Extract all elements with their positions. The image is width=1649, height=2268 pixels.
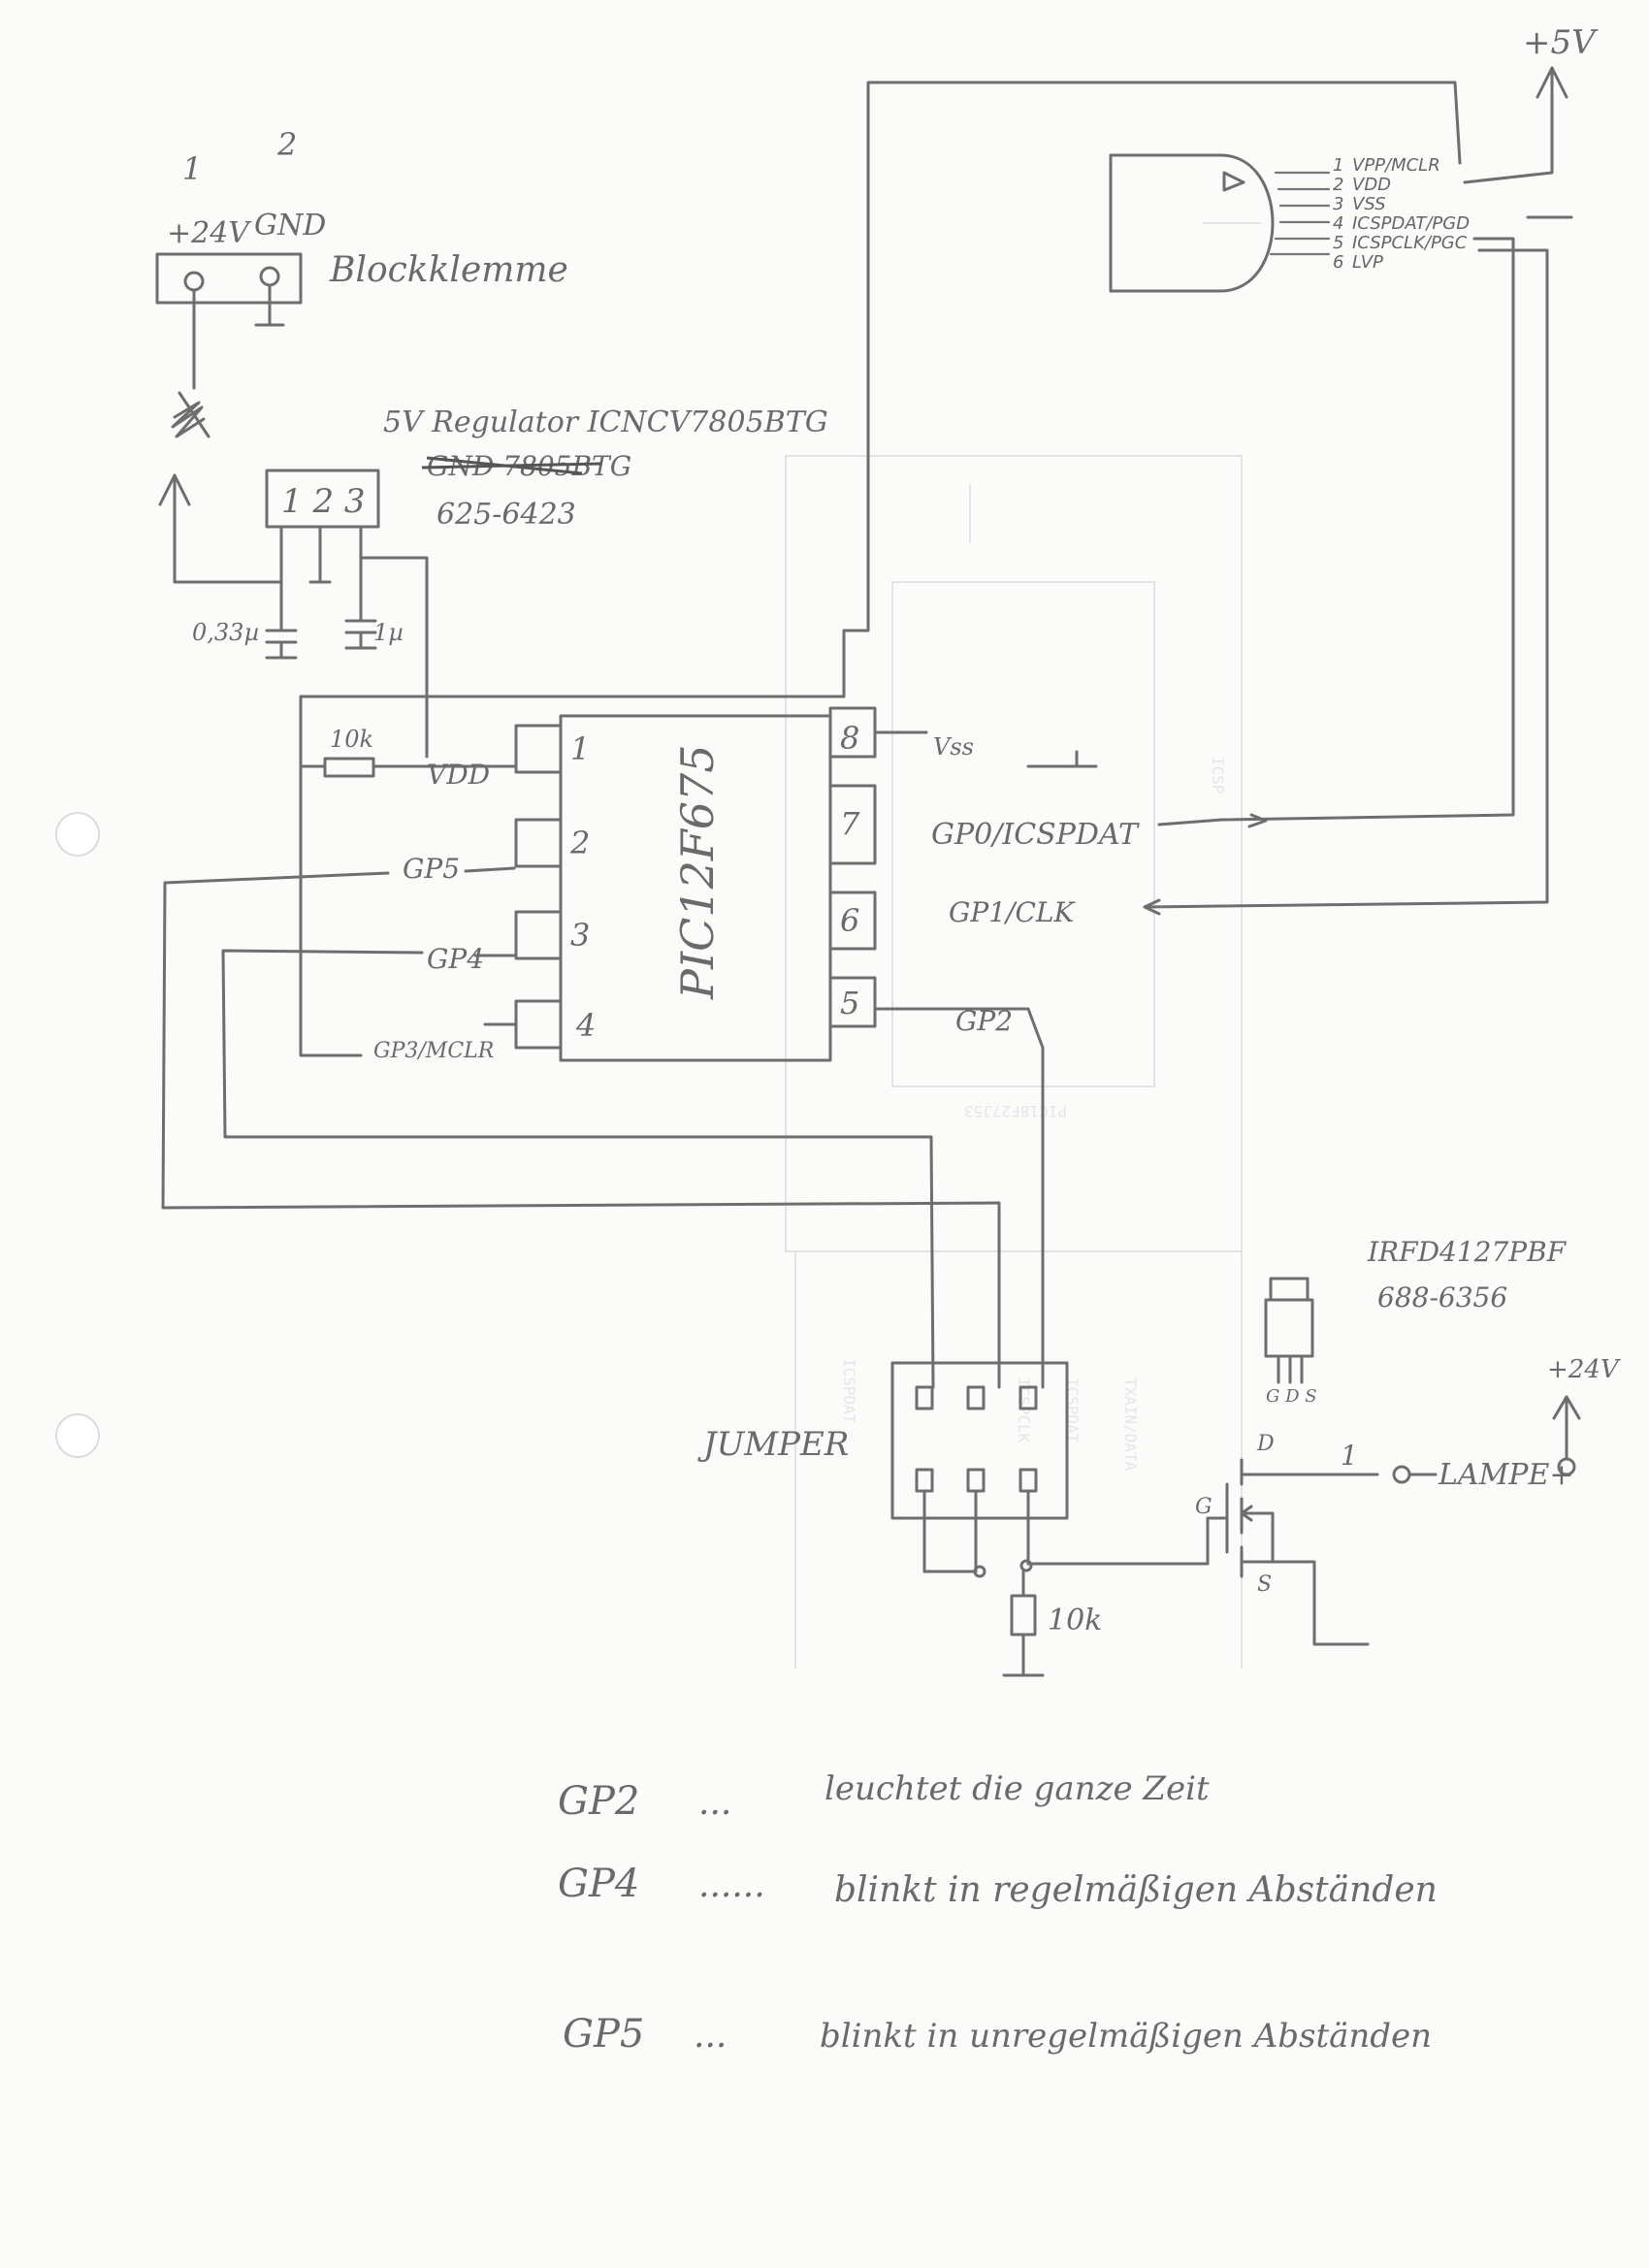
voltage-regulator: 1 2 3 5V Regulator ICNCV7805BTG GND 7805… — [192, 405, 828, 759]
terminal-pin2-label: GND — [254, 209, 326, 243]
terminal-pin2-number: 2 — [276, 126, 297, 163]
regulator-title: 5V Regulator ICNCV7805BTG — [383, 405, 828, 439]
svg-text:TXAIN/DATA: TXAIN/DATA — [1121, 1377, 1140, 1472]
mosfet-pinout: G D S — [1266, 1386, 1317, 1407]
note-gp2-text: leuchtet die ganze Zeit — [824, 1769, 1210, 1808]
pic-pin3-number: 3 — [570, 917, 590, 954]
regulator-pins: 1 2 3 — [281, 482, 366, 521]
pic-pin2-label: GP5 — [403, 853, 460, 885]
programmer-supply: +5V — [1523, 23, 1599, 62]
pic-pin2-number: 2 — [569, 825, 590, 861]
note-gp5-text: blinkt in unregelmäßigen Abständen — [820, 2017, 1432, 2056]
pic-pin6-label: GP1/CLK — [949, 896, 1076, 928]
terminal-pin1-label: +24V — [167, 216, 252, 250]
mosfet-gate-label: G — [1195, 1495, 1212, 1519]
note-gp2-pin: GP2 — [558, 1779, 639, 1824]
pic-pin7-label: GP0/ICSPDAT — [931, 818, 1140, 852]
pic-microcontroller: PIC12F675 1 2 3 4 8 7 6 5 GP5 GP4 GP3/MC… — [373, 706, 1140, 1063]
pulldown-resistor-value: 10k — [1048, 1604, 1102, 1637]
pullup-resistor-value: 10k — [330, 726, 373, 753]
mosfet-wire-number: 1 — [1341, 1440, 1358, 1472]
mosfet-part-number: 688-6356 — [1377, 1281, 1507, 1313]
gpio-routing — [161, 866, 1045, 1389]
svg-text:PIC18F27J53: PIC18F27J53 — [964, 1102, 1067, 1120]
programmer-pin1: 1 — [1333, 155, 1343, 176]
note-gp5-dots: ... — [694, 2016, 727, 2056]
programmer-pin2: 2 — [1333, 175, 1343, 195]
programmer-pin3-label: VSS — [1352, 194, 1386, 214]
programmer-wiring — [842, 66, 1573, 916]
programmer-pin6-label: LVP — [1352, 252, 1383, 273]
supply-wiring — [158, 289, 283, 584]
pic-pin8-number: 8 — [840, 720, 859, 757]
jumper: JUMPER 10k — [697, 1361, 1210, 1677]
pic-pin1-number: 1 — [570, 730, 590, 767]
vdd-label: VDD — [427, 759, 490, 791]
note-gp4-pin: GP4 — [558, 1862, 639, 1906]
programmer-pin1-label: VPP/MCLR — [1352, 155, 1440, 176]
terminal-pin1-number: 1 — [182, 150, 202, 187]
terminal-block: 1 2 +24V GND Blockklemme — [155, 126, 568, 327]
mosfet-part: IRFD4127PBF — [1367, 1236, 1568, 1268]
programmer-pin4-label: ICSPDAT/PGD — [1352, 213, 1470, 234]
pic-pin8-label: Vss — [933, 733, 974, 761]
mosfet-drain-label: D — [1256, 1432, 1275, 1456]
note-gp4-dots: ...... — [698, 1865, 765, 1905]
mosfet: IRFD4127PBF 688-6356 G D S D G S 1 LAMPE… — [1195, 1236, 1621, 1646]
programmer-pin5: 5 — [1333, 233, 1343, 253]
programmer: +5V 1 VPP/MCLR 2 VDD 3 VSS 4 ICSPDAT/PGD… — [1109, 23, 1599, 293]
ghost-print-background: PIC18F27J53 TXAIN/DATA ICSPDAT ICSPCLK I… — [785, 222, 1261, 1669]
pic-pin4-label: GP3/MCLR — [373, 1039, 494, 1063]
pic-name: PIC12F675 — [671, 744, 724, 1000]
programmer-pin3: 3 — [1333, 194, 1343, 214]
lamp-supply: +24V — [1547, 1355, 1621, 1384]
programmer-pin5-label: ICSPCLK/PGC — [1352, 233, 1468, 253]
vdd-pullup: 10k VDD — [299, 695, 1098, 1057]
terminal-block-name: Blockklemme — [329, 250, 568, 290]
programmer-pin6: 6 — [1333, 252, 1343, 273]
mosfet-source-label: S — [1257, 1572, 1272, 1597]
pic-pin6-number: 6 — [840, 902, 859, 939]
lamp-label: LAMPE+ — [1438, 1458, 1574, 1492]
note-gp5-pin: GP5 — [563, 2012, 644, 2057]
pic-pin5-number: 5 — [840, 985, 859, 1021]
svg-text:ICSPDAT: ICSPDAT — [840, 1358, 858, 1424]
regulator-input-cap: 0,33µ — [192, 619, 259, 646]
punch-hole-top — [55, 812, 100, 857]
notes-section: GP2 ... leuchtet die ganze Zeit GP4 ....… — [558, 1769, 1438, 2057]
regulator-output-cap: 1µ — [373, 619, 404, 646]
jumper-label: JUMPER — [697, 1425, 849, 1464]
regulator-part-number: 625-6423 — [436, 498, 576, 532]
pic-pin3-label: GP4 — [427, 943, 484, 975]
programmer-pin2-label: VDD — [1352, 175, 1391, 195]
note-gp4-text: blinkt in regelmäßigen Abständen — [834, 1870, 1438, 1910]
programmer-pin4: 4 — [1333, 213, 1343, 234]
punch-hole-bottom — [55, 1413, 100, 1458]
svg-text:ICSP: ICSP — [1209, 757, 1227, 794]
pic-pin7-number: 7 — [840, 805, 860, 842]
pic-pin4-number: 4 — [575, 1007, 596, 1044]
note-gp2-dots: ... — [698, 1783, 731, 1823]
